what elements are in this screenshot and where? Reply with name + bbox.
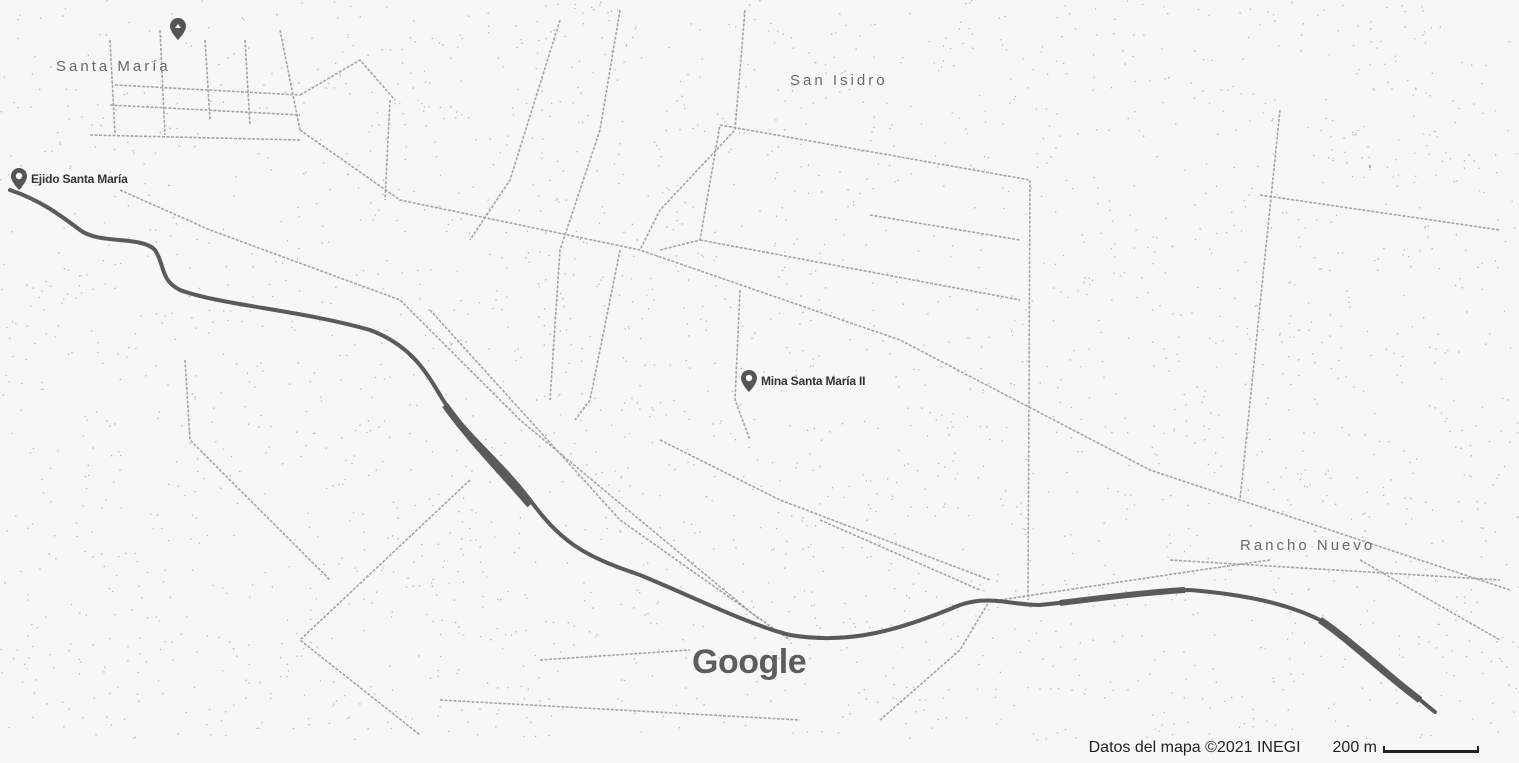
location-pin-icon <box>11 168 27 190</box>
scale-label: 200 m <box>1332 739 1377 756</box>
roads <box>89 9 1511 736</box>
church-pin-icon <box>170 18 186 40</box>
location-pin-icon <box>741 370 757 392</box>
poi-label: Ejido Santa María <box>31 172 128 186</box>
place-label-rancho-nuevo: Rancho Nuevo <box>1240 537 1376 554</box>
poi-mina-santa-maria-ii[interactable]: Mina Santa María II <box>740 370 865 392</box>
google-logo: Google <box>692 643 807 681</box>
map-attribution[interactable]: Datos del mapa ©2021 INEGI <box>1088 739 1301 756</box>
place-label-santa-maria: Santa María <box>56 58 171 75</box>
scale-bar <box>1383 746 1479 753</box>
scale-control[interactable]: 200 m <box>1333 739 1479 757</box>
church-pin[interactable] <box>169 18 187 40</box>
map-footer: Datos del mapa ©2021 INEGI 200 m <box>1089 739 1479 757</box>
poi-ejido-santa-maria[interactable]: Ejido Santa María <box>10 168 128 190</box>
poi-label: Mina Santa María II <box>761 374 866 388</box>
place-label-san-isidro: San Isidro <box>790 72 888 89</box>
river <box>8 188 1437 714</box>
